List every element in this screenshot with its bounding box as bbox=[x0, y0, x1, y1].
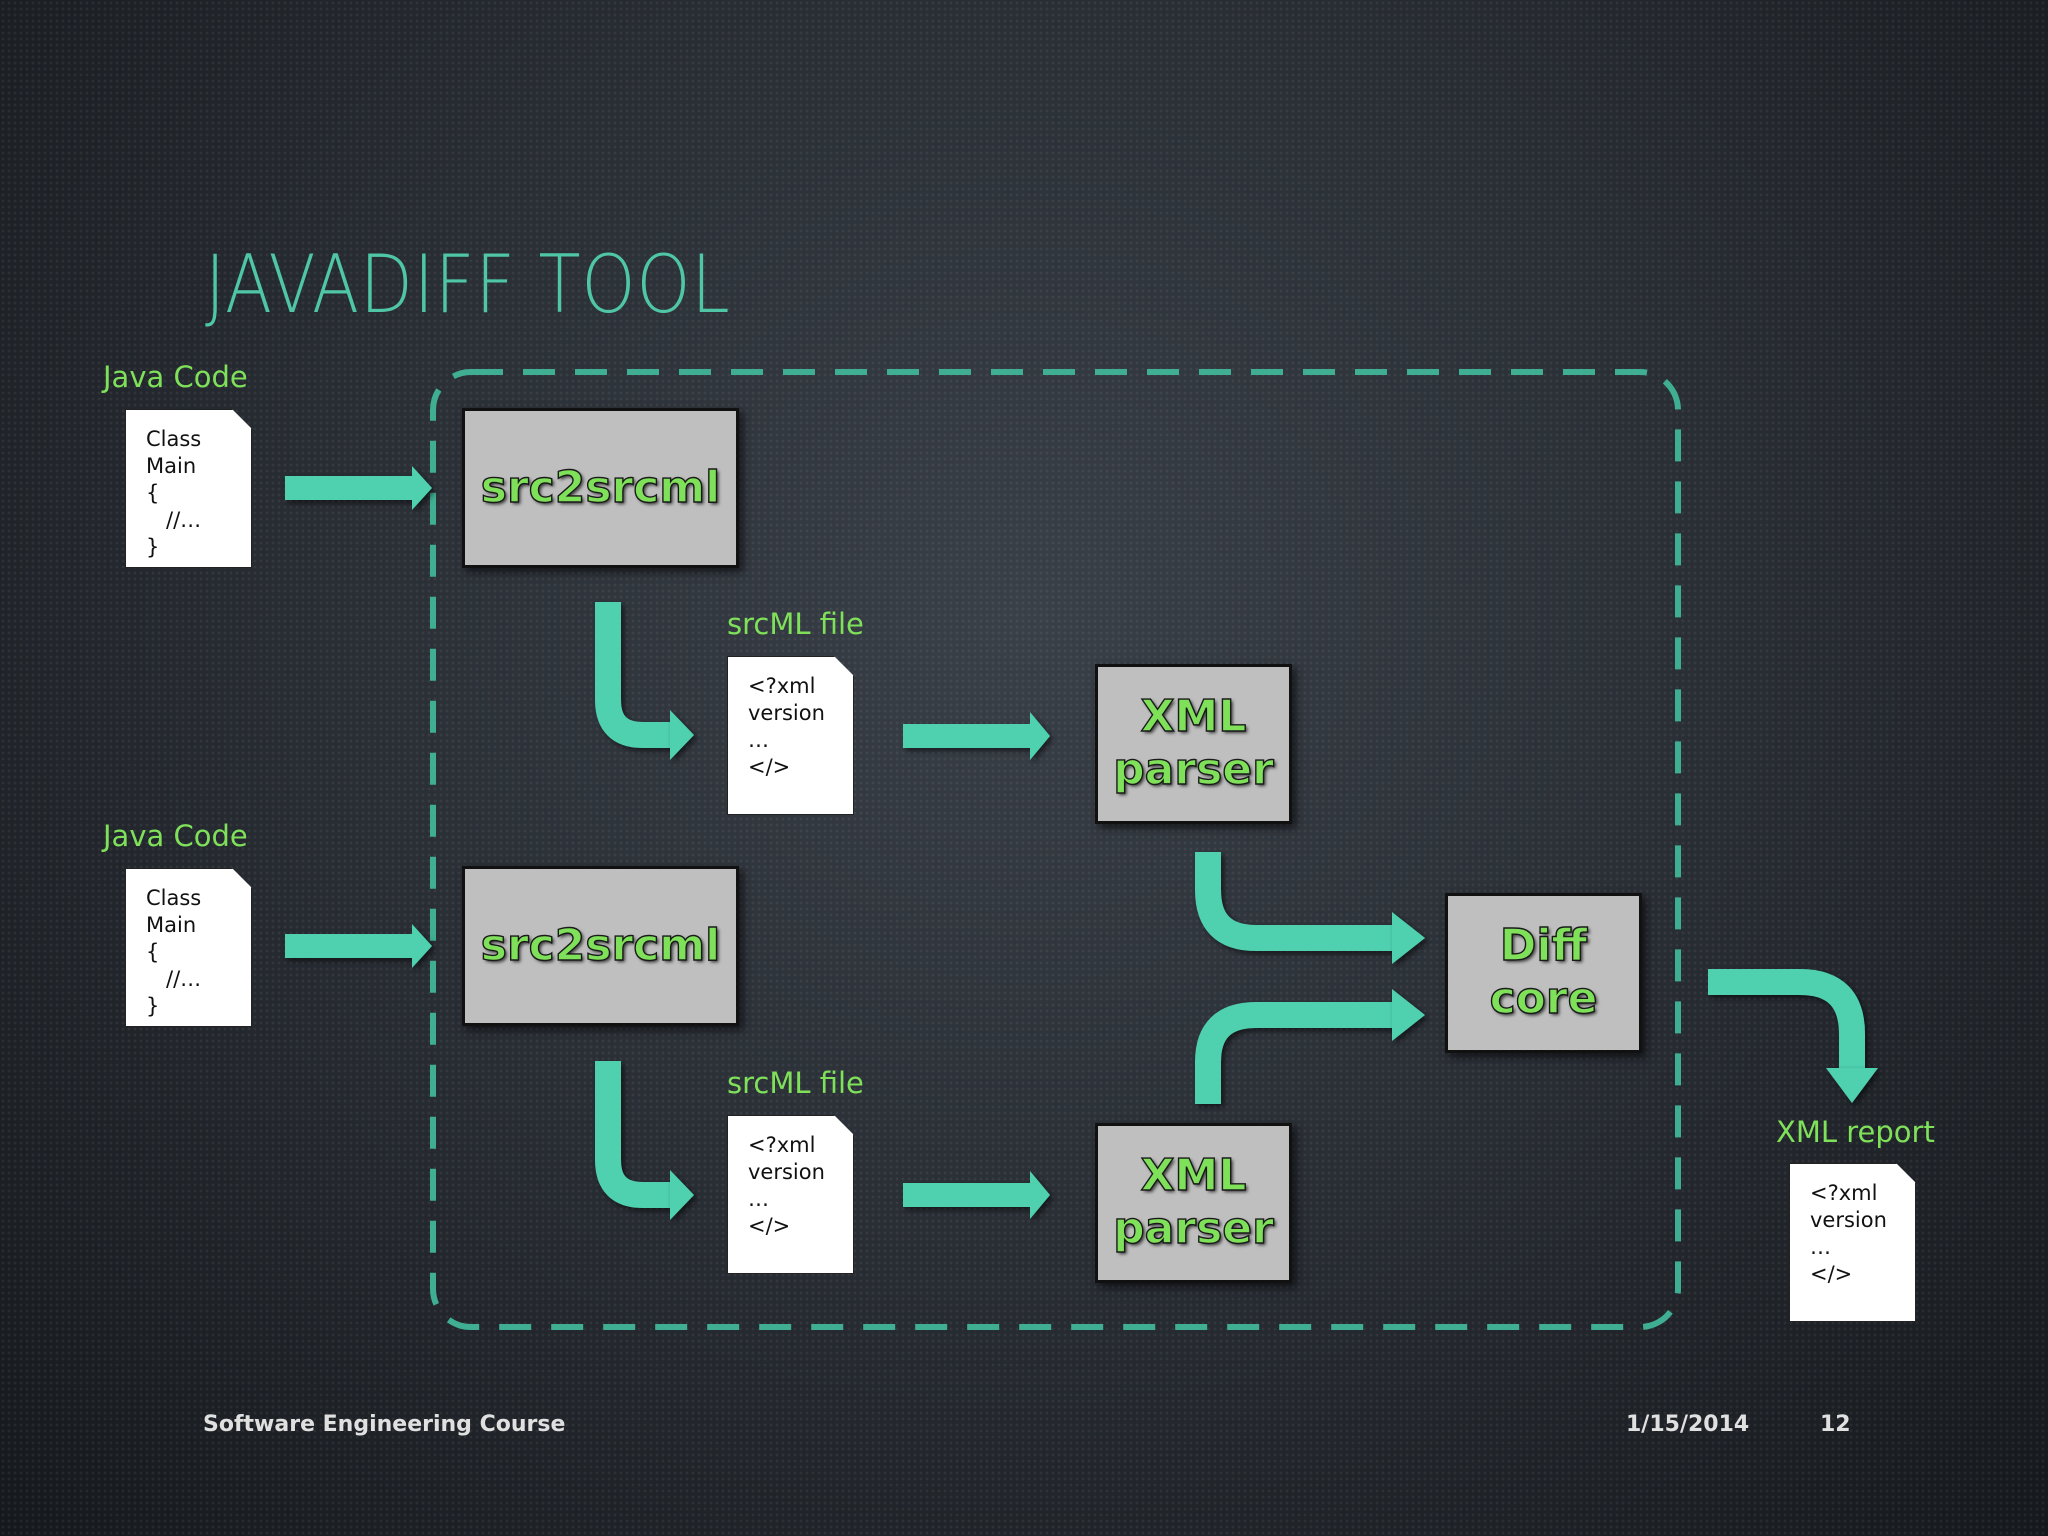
doc-line: } bbox=[146, 535, 160, 559]
src2srcml-box-2: src2srcml bbox=[462, 866, 739, 1026]
srcml-file-doc-1: <?xml version … </> bbox=[727, 656, 854, 815]
doc-line: … bbox=[1810, 1235, 1831, 1259]
footer-course: Software Engineering Course bbox=[203, 1412, 566, 1437]
doc-line: Class bbox=[146, 427, 202, 451]
doc-line: Class bbox=[146, 886, 202, 910]
xml-parser-1-line-2: parser bbox=[1112, 743, 1274, 795]
xml-parser-2-line-1: XML bbox=[1140, 1150, 1247, 1202]
arrow-src2srcml2-to-srcml2 bbox=[595, 1061, 675, 1208]
java-code-label-2: Java Code bbox=[103, 819, 248, 853]
doc-line: … bbox=[748, 728, 769, 752]
arrow-java1-to-src2srcml1 bbox=[285, 466, 432, 510]
src2srcml-box-1: src2srcml bbox=[462, 408, 739, 568]
srcml-file-label-2: srcML file bbox=[727, 1066, 864, 1100]
arrow-parser2-to-diff bbox=[1195, 1002, 1395, 1104]
arrowhead-report bbox=[1826, 1068, 1878, 1103]
doc-line: </> bbox=[748, 1214, 791, 1238]
doc-line: <?xml bbox=[748, 674, 816, 698]
doc-line: </> bbox=[748, 755, 791, 779]
doc-line: </> bbox=[1810, 1262, 1853, 1286]
slide-title: JAVADIFF TOOL bbox=[205, 238, 731, 331]
doc-line: version bbox=[748, 701, 825, 725]
arrow-srcml1-to-parser1 bbox=[903, 712, 1050, 760]
doc-line: Main bbox=[146, 454, 197, 478]
xml-parser-box-1: XML parser bbox=[1095, 664, 1292, 824]
doc-line: version bbox=[1810, 1208, 1887, 1232]
xml-report-label: XML report bbox=[1776, 1115, 1935, 1149]
doc-line: <?xml bbox=[748, 1133, 816, 1157]
arrow-parser1-to-diff bbox=[1195, 852, 1395, 951]
doc-line: <?xml bbox=[1810, 1181, 1878, 1205]
srcml-file-label-1: srcML file bbox=[727, 607, 864, 641]
xml-parser-1-line-1: XML bbox=[1140, 691, 1247, 743]
arrow-srcml2-to-parser2 bbox=[903, 1171, 1050, 1219]
diff-core-line-1: Diff bbox=[1499, 920, 1588, 972]
doc-line: version bbox=[748, 1160, 825, 1184]
srcml-file-doc-2: <?xml version … </> bbox=[727, 1115, 854, 1274]
java-code-doc-2: Class Main { //… } bbox=[125, 868, 252, 1027]
arrow-diff-to-report bbox=[1708, 969, 1865, 1070]
diff-core-line-2: core bbox=[1489, 972, 1598, 1024]
arrowhead-parser1-diff bbox=[1392, 912, 1425, 964]
system-boundary bbox=[430, 369, 1681, 1330]
java-code-label-1: Java Code bbox=[103, 360, 248, 394]
doc-line: //… bbox=[146, 508, 202, 532]
doc-line: … bbox=[748, 1187, 769, 1211]
doc-line: } bbox=[146, 994, 160, 1018]
xml-parser-box-2: XML parser bbox=[1095, 1123, 1292, 1283]
arrowhead-srcml1 bbox=[670, 710, 694, 760]
arrowhead-parser2-diff bbox=[1392, 989, 1425, 1041]
xml-parser-2-line-2: parser bbox=[1112, 1202, 1274, 1254]
doc-line: //… bbox=[146, 967, 202, 991]
doc-line: { bbox=[146, 940, 160, 964]
footer-date: 1/15/2014 bbox=[1626, 1412, 1750, 1437]
doc-line: Main bbox=[146, 913, 197, 937]
footer-page-number: 12 bbox=[1820, 1412, 1851, 1437]
arrowhead-srcml2 bbox=[670, 1170, 694, 1220]
java-code-doc-1: Class Main { //… } bbox=[125, 409, 252, 568]
diff-core-box: Diff core bbox=[1445, 893, 1642, 1053]
arrow-java2-to-src2srcml2 bbox=[285, 924, 432, 968]
src2srcml-label-1: src2srcml bbox=[480, 461, 721, 513]
arrow-src2srcml1-to-srcml1 bbox=[595, 602, 675, 748]
xml-report-doc: <?xml version … </> bbox=[1789, 1163, 1916, 1322]
src2srcml-label-2: src2srcml bbox=[480, 919, 721, 971]
doc-line: { bbox=[146, 481, 160, 505]
